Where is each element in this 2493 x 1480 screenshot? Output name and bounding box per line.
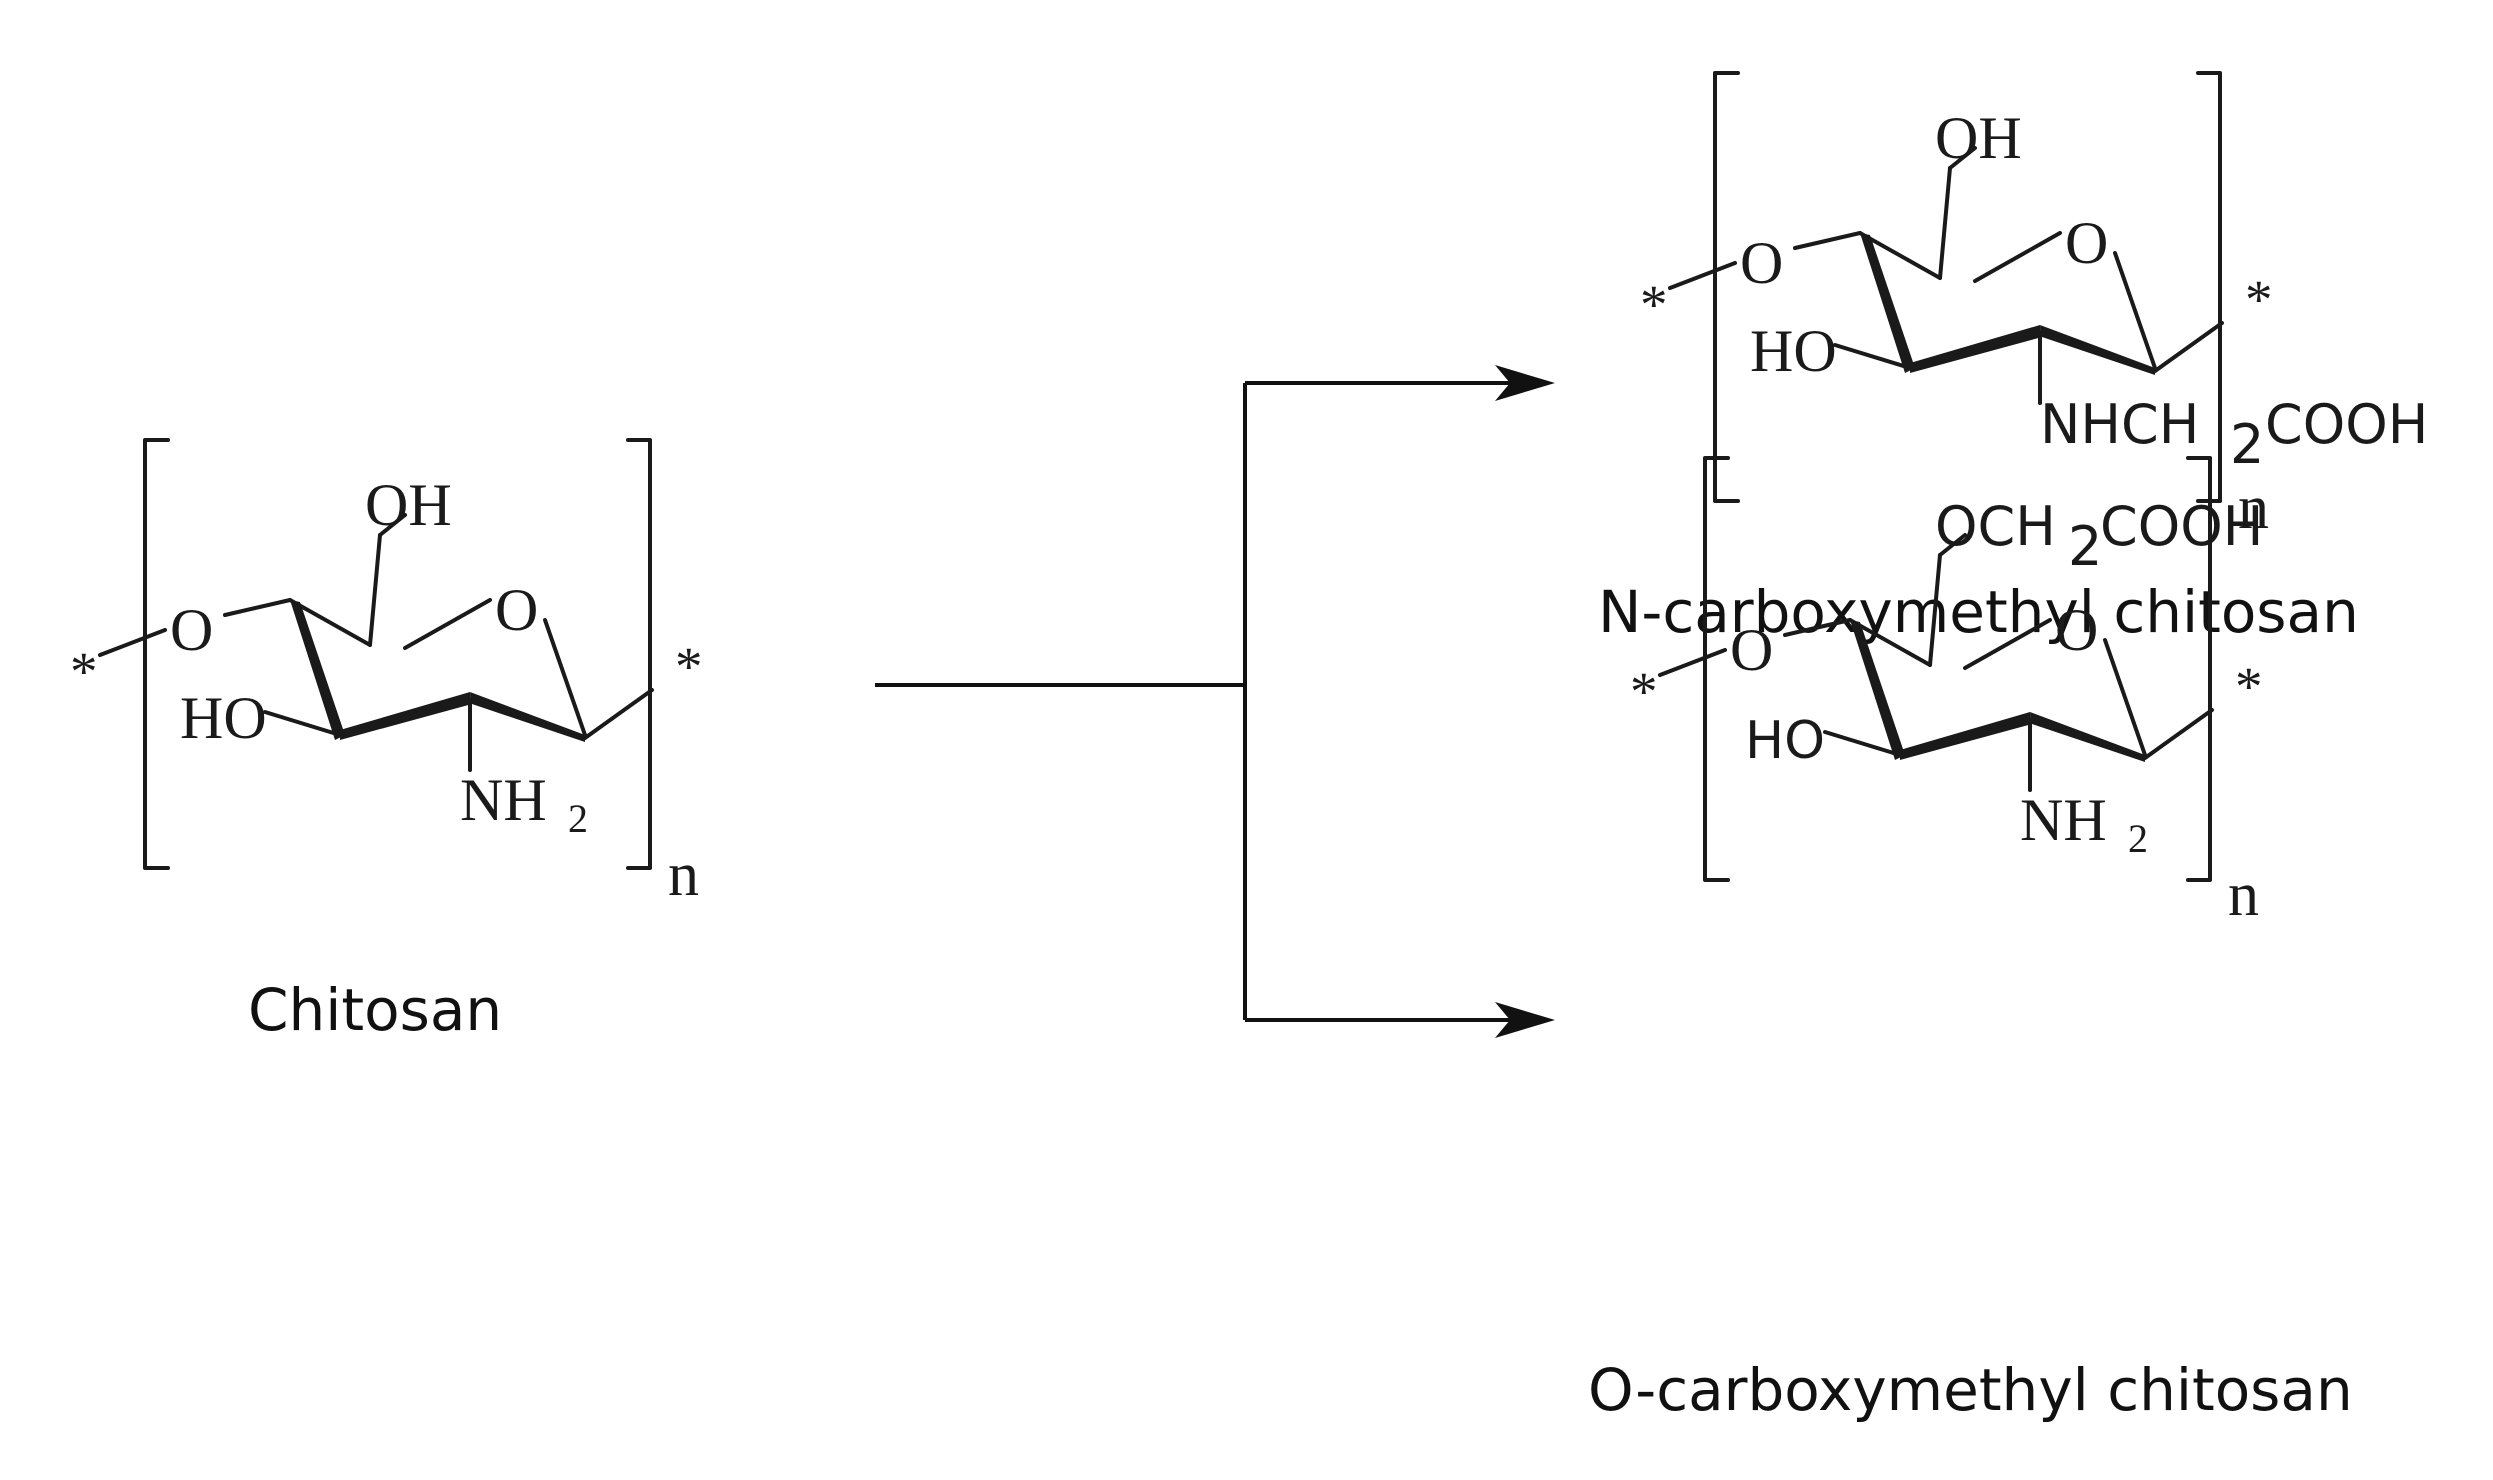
arrowhead-bottom bbox=[1495, 1002, 1555, 1038]
oh-label: OH bbox=[1935, 105, 2022, 171]
nhch2-label: NHCH bbox=[2040, 393, 2199, 456]
end-star-left: * bbox=[1630, 661, 1658, 722]
oh-label: OH bbox=[365, 472, 452, 538]
o-carboxymethyl-chitosan-structure: OCH 2 COOH O O HO NH 2 * * n bbox=[1630, 456, 2263, 929]
arrowhead-top bbox=[1495, 365, 1555, 401]
end-star-right: * bbox=[2245, 269, 2273, 330]
glycosidic-oxygen: O bbox=[1730, 617, 1773, 683]
n-carboxymethyl-chitosan-label: N-carboxymethyl chitosan bbox=[1598, 578, 2359, 646]
cooh-label: COOH bbox=[2265, 393, 2428, 456]
end-star-left: * bbox=[1640, 274, 1668, 335]
o-carboxymethyl-chitosan-label: O-carboxymethyl chitosan bbox=[1588, 1356, 2353, 1424]
glycosidic-oxygen: O bbox=[1740, 230, 1783, 296]
end-star-left: * bbox=[70, 641, 98, 702]
ho-label: HO bbox=[1750, 318, 1837, 384]
ho-label: HO bbox=[180, 685, 267, 751]
ho-label: HO bbox=[1745, 711, 1825, 771]
glycosidic-oxygen: O bbox=[170, 597, 213, 663]
och2-subscript: 2 bbox=[2068, 515, 2102, 578]
chitosan-structure: OH O O HO NH 2 * * n bbox=[70, 438, 703, 909]
end-star-right: * bbox=[2235, 656, 2263, 717]
end-star-right: * bbox=[675, 636, 703, 697]
repeat-n: n bbox=[668, 841, 699, 909]
reaction-arrows bbox=[875, 365, 1555, 1038]
n-carboxymethyl-chitosan-structure: OH O O HO NHCH 2 COOH * * n bbox=[1640, 71, 2428, 542]
chitosan-label: Chitosan bbox=[248, 976, 502, 1044]
ring-oxygen: O bbox=[2055, 597, 2098, 663]
left-bracket bbox=[143, 438, 170, 870]
nh-subscript: 2 bbox=[2128, 816, 2148, 861]
och2-label: OCH bbox=[1935, 495, 2056, 558]
ring-oxygen: O bbox=[495, 577, 538, 643]
ring-oxygen: O bbox=[2065, 210, 2108, 276]
nh-label: NH bbox=[2020, 787, 2107, 853]
nhch2-subscript: 2 bbox=[2230, 413, 2264, 476]
repeat-n: n bbox=[2228, 861, 2259, 929]
right-bracket bbox=[626, 438, 652, 870]
nh-label: NH bbox=[460, 767, 547, 833]
repeat-n: n bbox=[2238, 474, 2269, 542]
nh-subscript: 2 bbox=[568, 796, 588, 841]
cooh-label: COOH bbox=[2100, 495, 2263, 558]
